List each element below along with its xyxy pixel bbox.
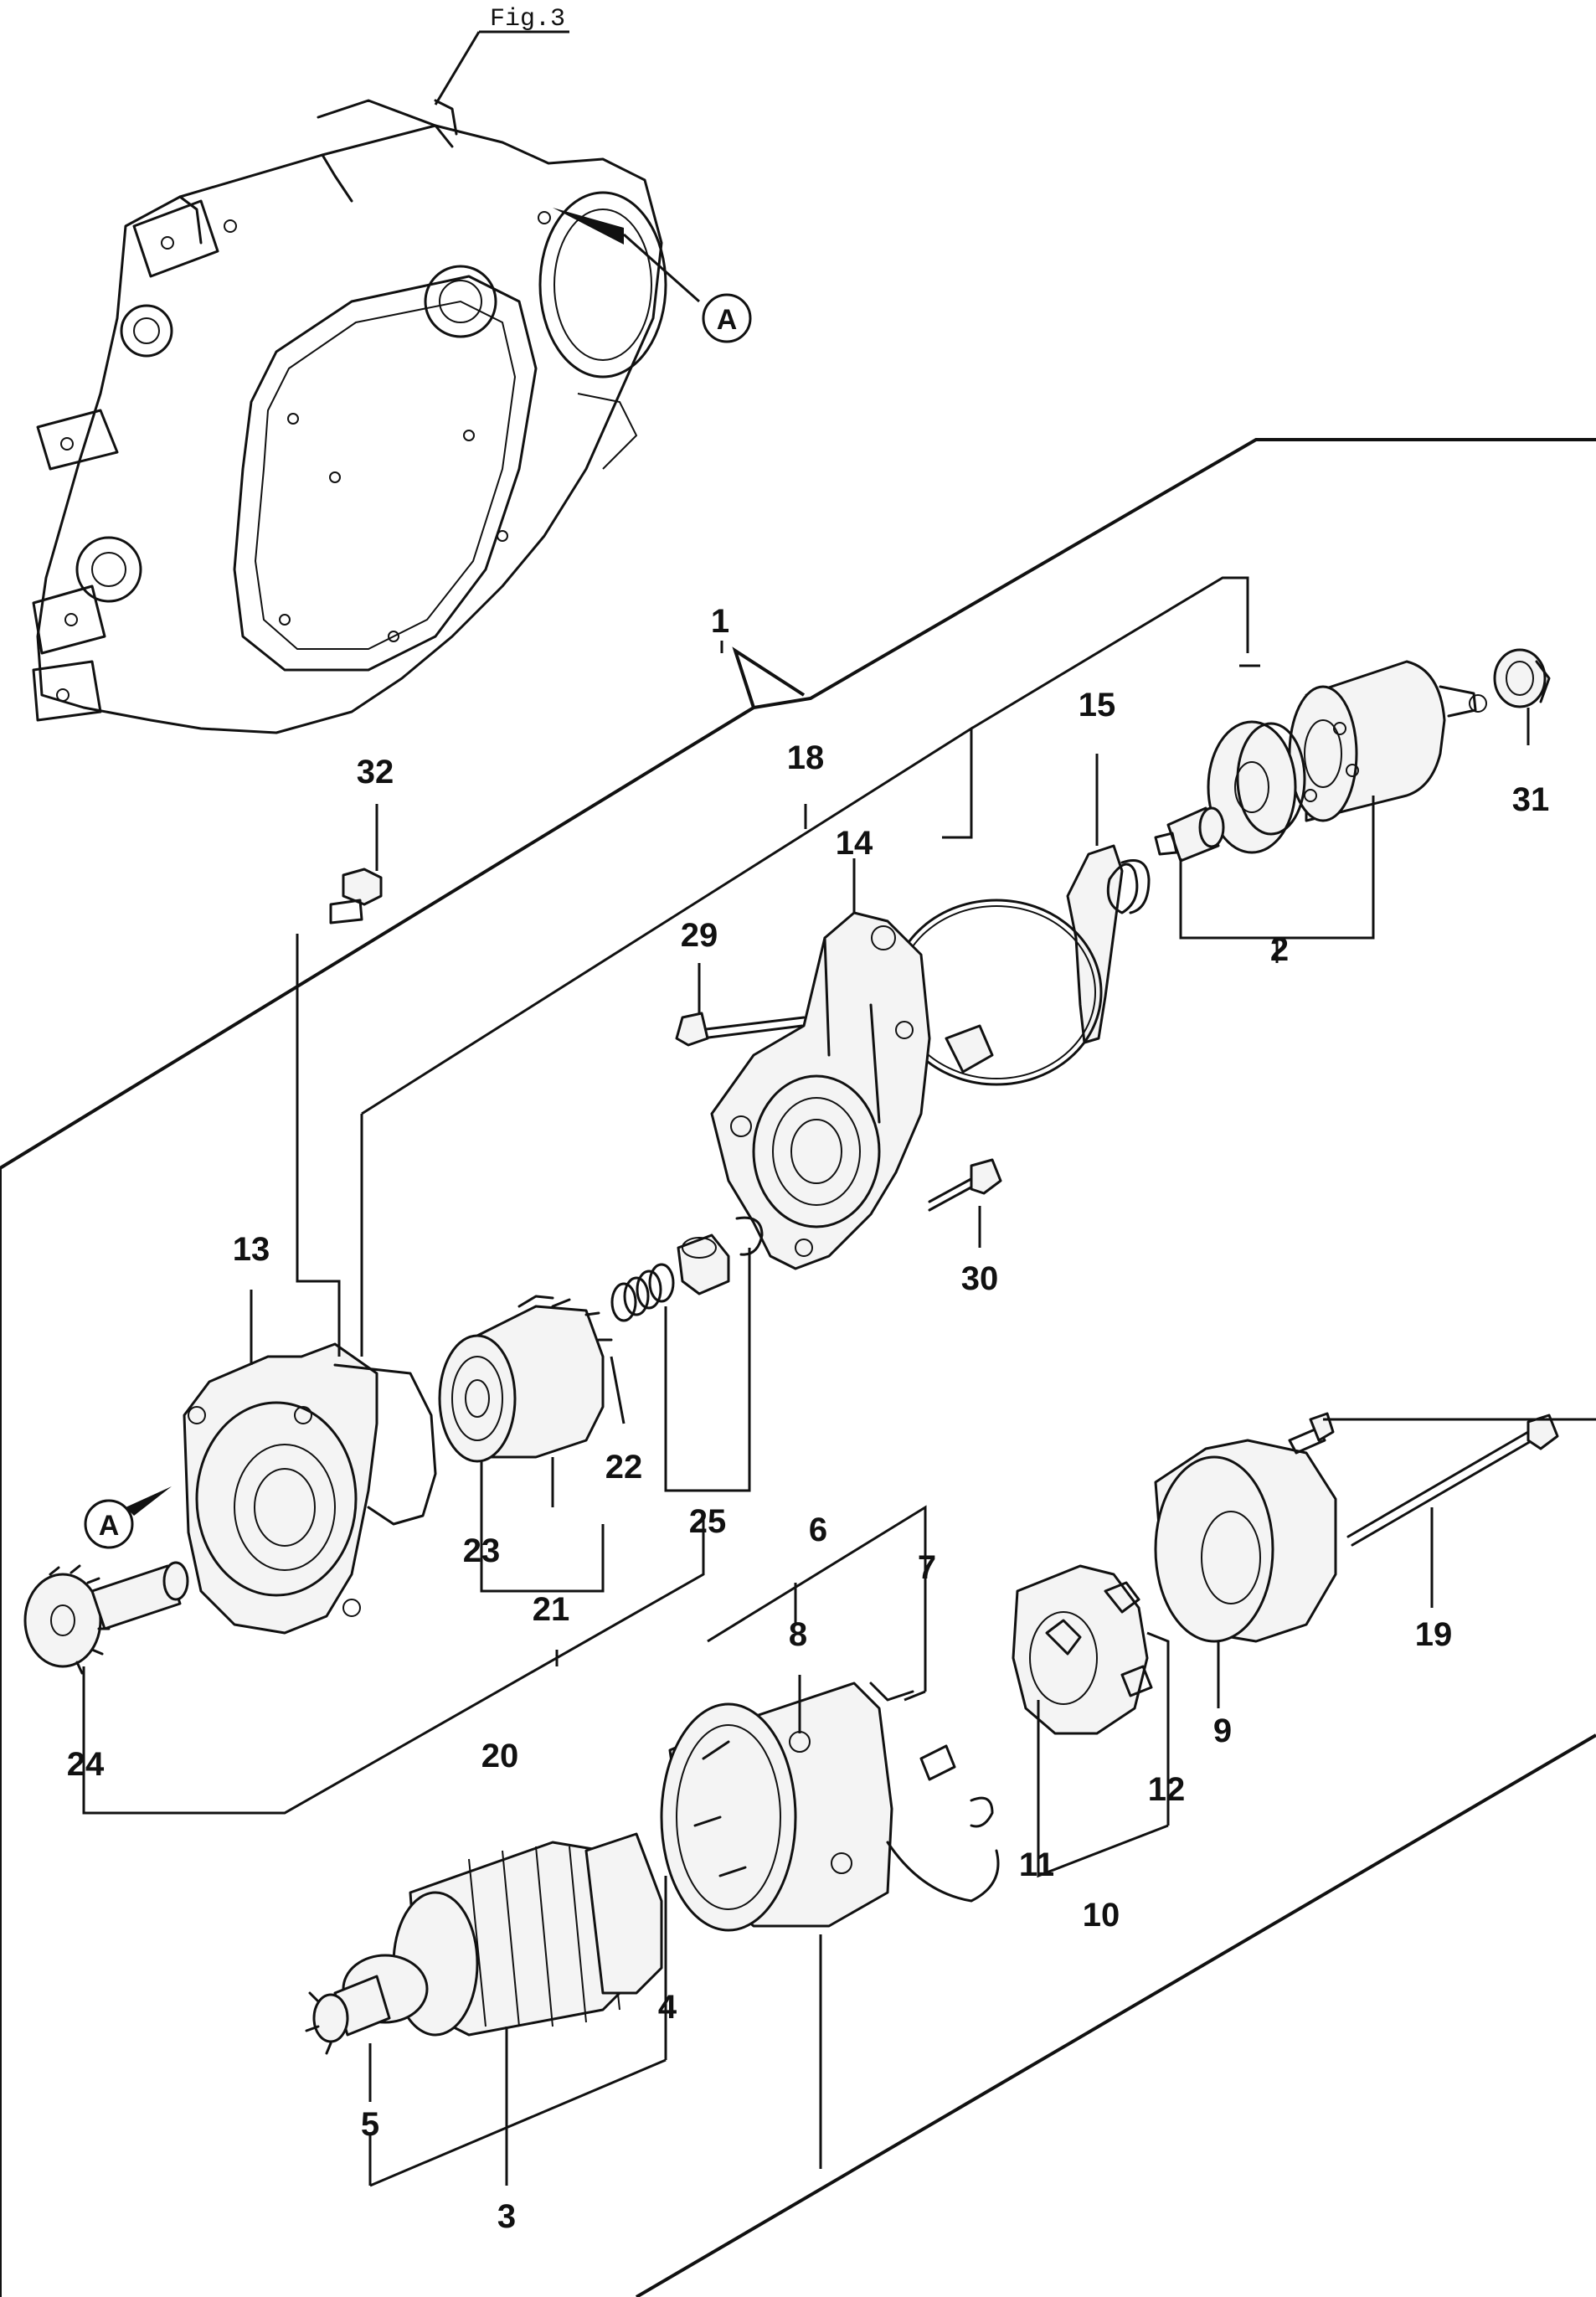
spring: [610, 1263, 675, 1322]
callout-18: 18: [787, 739, 825, 776]
flywheel-housing: [32, 99, 700, 734]
leader-lines: [82, 576, 1596, 2187]
callout-22: 22: [605, 1449, 643, 1486]
callout-30: 30: [961, 1260, 999, 1297]
drive-housing: [710, 911, 931, 1270]
callout-4: 4: [658, 1989, 677, 2026]
assembly-boundary-frame: [0, 438, 1596, 1170]
rear-end-cover: [1154, 1439, 1337, 1643]
terminal-cap: [1493, 648, 1551, 708]
bolt-32: [329, 868, 383, 924]
bolt-30: [928, 1158, 1002, 1212]
callout-14: 14: [836, 825, 873, 862]
callout-8: 8: [789, 1616, 807, 1653]
callout-13: 13: [233, 1231, 270, 1268]
shift-lever: [1066, 844, 1151, 1044]
callout-24: 24: [67, 1746, 105, 1783]
solenoid-switch: [1154, 660, 1487, 863]
yoke-assembly: [660, 1682, 1000, 1932]
stop-collar: [677, 1233, 730, 1295]
pinion-gear: [23, 1561, 189, 1675]
callout-9: 9: [1213, 1712, 1232, 1749]
callout-3: 3: [497, 2198, 516, 2235]
callout-29: 29: [681, 917, 718, 954]
callout-7: 7: [918, 1549, 936, 1586]
callout-20: 20: [481, 1738, 519, 1774]
reference-mark-a-upper: A: [702, 293, 752, 343]
callout-2: 2: [1270, 931, 1289, 968]
armature: [305, 1832, 663, 2055]
callout-19: 19: [1415, 1616, 1453, 1653]
brush-holder: [1012, 1564, 1153, 1735]
callout-23: 23: [463, 1532, 501, 1569]
callout-31: 31: [1512, 781, 1550, 818]
bolt-29: [675, 1012, 806, 1047]
callout-labels: 1 2 3 4 5 6 7 8 9 10 11 12 13 14 15 18 1…: [67, 603, 1550, 2235]
figure-reference-label: Fig.3: [490, 5, 565, 33]
callout-15: 15: [1079, 687, 1116, 724]
callout-12: 12: [1148, 1771, 1186, 1808]
gasket-ring: [890, 899, 1103, 1086]
through-bolt: [1346, 1414, 1559, 1547]
callout-5: 5: [361, 2106, 379, 2143]
callout-6: 6: [809, 1512, 827, 1548]
reference-mark-a-lower: A: [84, 1486, 172, 1549]
front-bracket: [183, 1342, 437, 1635]
overrunning-clutch: [438, 1295, 613, 1463]
callout-11: 11: [1019, 1846, 1054, 1883]
reference-mark-a-lower-label: A: [99, 1510, 120, 1542]
callout-10: 10: [1083, 1897, 1120, 1934]
callout-21: 21: [533, 1591, 570, 1628]
callout-32: 32: [357, 754, 394, 791]
reference-mark-a-upper-label: A: [717, 304, 738, 336]
callout-25: 25: [689, 1503, 727, 1540]
callout-1: 1: [711, 603, 729, 640]
figure-reference: Fig.3: [434, 5, 569, 106]
